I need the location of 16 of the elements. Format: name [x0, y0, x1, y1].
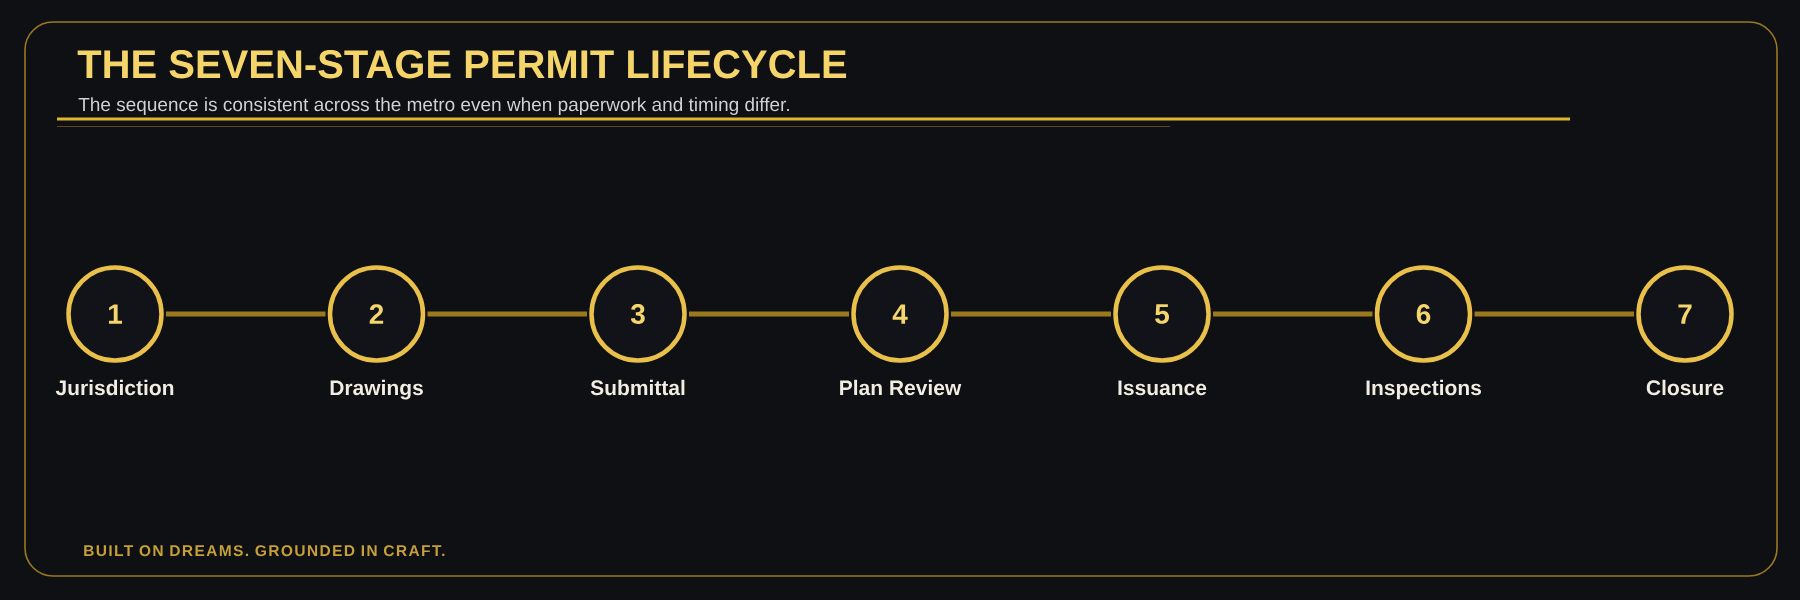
step-label: Plan Review [840, 379, 962, 396]
step-label: Jurisdiction [55, 379, 174, 396]
connector-line [1474, 311, 1634, 317]
connector-line [689, 311, 849, 317]
step-label: Submittal [590, 379, 685, 396]
title: THE SEVEN-STAGE PERMIT LIFECYCLE [77, 50, 847, 79]
connector-line [427, 311, 587, 317]
subtitle: The sequence is consistent across the metro even when paperwork and timing differ. [78, 97, 789, 115]
step-label: Drawings [330, 379, 423, 400]
connector-line [1213, 311, 1373, 317]
tagline: BUILT ON DREAMS. GROUNDED IN CRAFT. [84, 545, 445, 557]
step-label: Closure [1646, 379, 1724, 396]
connector-line [166, 311, 326, 317]
step-label: Issuance [1118, 380, 1207, 396]
step-label: Inspections [1366, 379, 1481, 400]
connector-line [951, 311, 1111, 317]
